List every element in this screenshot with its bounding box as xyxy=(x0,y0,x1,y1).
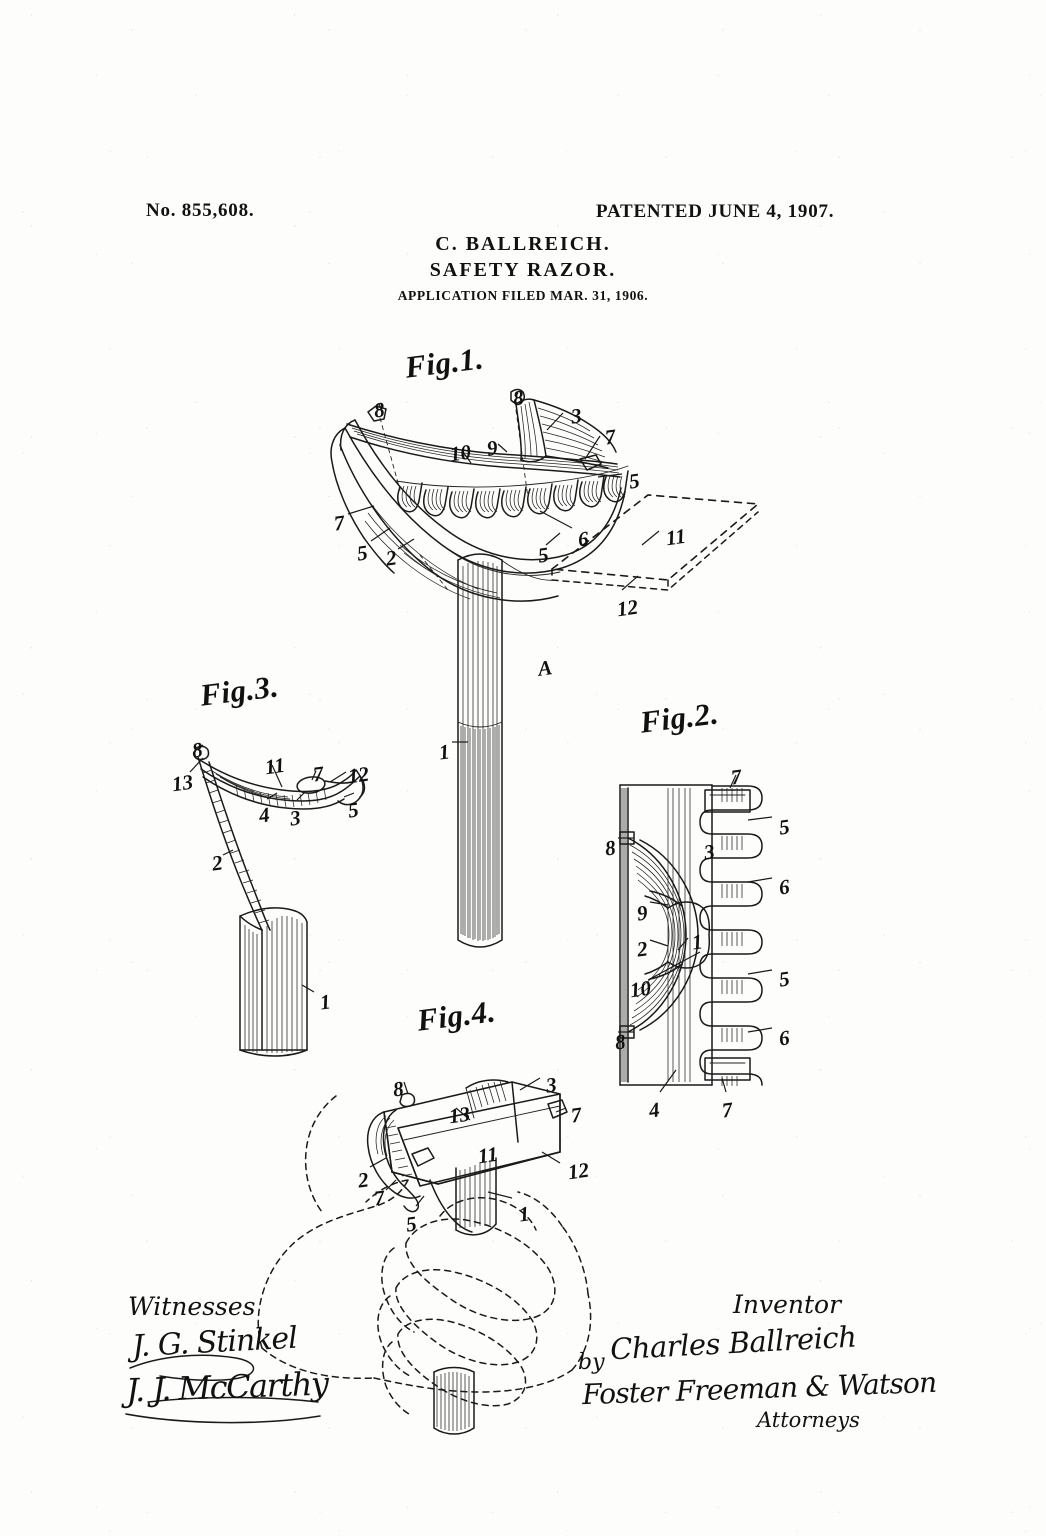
patent-number: No. 855,608. xyxy=(146,200,255,221)
fig3-section-group xyxy=(189,744,366,1057)
patent-date: PATENTED JUNE 4, 1907. xyxy=(596,201,835,222)
witnesses-label: Witnesses xyxy=(128,1292,256,1321)
fig1-head-group xyxy=(330,388,760,948)
inventor-label: Inventor xyxy=(733,1290,842,1319)
attorneys-label: Attorneys xyxy=(757,1408,860,1432)
fig4-hand-group xyxy=(257,1077,592,1435)
page-title: SAFETY RAZOR. xyxy=(429,259,617,281)
fig2-plan-group xyxy=(618,774,773,1093)
by-label: by xyxy=(578,1350,605,1375)
witness-signature-2: J. J. McCarthy xyxy=(125,1364,329,1410)
application-filed-line: APPLICATION FILED MAR. 31, 1906. xyxy=(397,288,649,303)
inventor-surname-line: C. BALLREICH. xyxy=(435,233,611,255)
